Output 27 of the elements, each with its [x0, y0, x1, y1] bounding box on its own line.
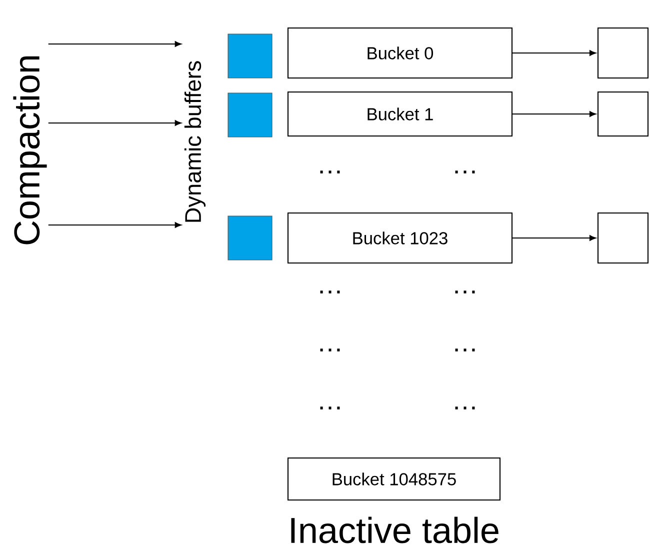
buffer-square — [228, 34, 272, 78]
ellipsis: … — [320, 170, 340, 174]
buffer-square — [228, 92, 272, 138]
arrow — [512, 111, 596, 117]
buffer-square — [228, 216, 272, 260]
chain-box — [597, 212, 649, 264]
ellipsis: … — [455, 406, 475, 410]
arrow — [48, 41, 182, 47]
ellipsis: … — [320, 406, 340, 410]
ellipsis: … — [320, 348, 340, 352]
bucket-box: Bucket 0 — [287, 27, 513, 79]
caption: Inactive table — [291, 516, 498, 544]
chain-box — [597, 27, 649, 79]
chain-box — [597, 91, 649, 137]
arrow — [512, 50, 596, 56]
bucket-box: Bucket 1 — [287, 91, 513, 137]
ellipsis: … — [455, 170, 475, 174]
arrow — [512, 235, 596, 241]
ellipsis: … — [320, 290, 340, 294]
ellipsis: … — [455, 348, 475, 352]
bucket-box: Bucket 1048575 — [287, 457, 501, 501]
bucket-box: Bucket 1023 — [287, 212, 513, 264]
arrow — [48, 120, 182, 126]
arrow — [48, 222, 182, 228]
side-label: Dynamic buffers — [184, 61, 206, 222]
axis-title: Compaction — [13, 56, 47, 244]
ellipsis: … — [455, 290, 475, 294]
